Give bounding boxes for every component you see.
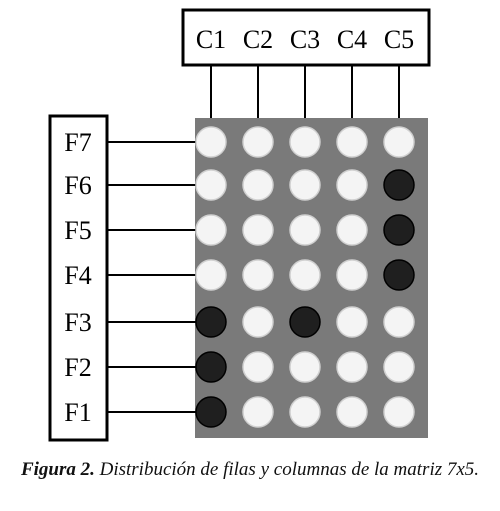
led-f2-c5-off xyxy=(383,351,415,383)
led-f2-c4-off xyxy=(336,351,368,383)
row-label-f4: F4 xyxy=(64,261,91,290)
led-f3-c2-off xyxy=(242,306,274,338)
row-label-box xyxy=(48,114,109,442)
led-f3-c4-off xyxy=(336,306,368,338)
led-f4-c4-off xyxy=(336,259,368,291)
led-f5-c5-on xyxy=(383,214,415,246)
led-f6-c5-on xyxy=(383,169,415,201)
led-f5-c1-off xyxy=(195,214,227,246)
caption-text: Distribución de filas y columnas de la m… xyxy=(99,459,480,480)
led-f4-c5-on xyxy=(383,259,415,291)
led-f4-c3-off xyxy=(289,259,321,291)
led-f1-c3-off xyxy=(289,396,321,428)
row-label-f3: F3 xyxy=(64,308,91,337)
led-f1-c2-off xyxy=(242,396,274,428)
led-f1-c4-off xyxy=(336,396,368,428)
led-grid xyxy=(195,126,415,428)
caption-lead: Figura 2. xyxy=(20,459,95,480)
led-f3-c5-off xyxy=(383,306,415,338)
row-label-f6: F6 xyxy=(64,171,91,200)
column-label-c3: C3 xyxy=(290,25,320,54)
led-f3-c3-on xyxy=(289,306,321,338)
led-f7-c3-off xyxy=(289,126,321,158)
row-label-f1: F1 xyxy=(64,398,91,427)
row-label-f5: F5 xyxy=(64,216,91,245)
column-lines xyxy=(210,65,400,118)
row-label-f7: F7 xyxy=(64,128,91,157)
column-label-c5: C5 xyxy=(384,25,414,54)
row-lines xyxy=(107,141,198,413)
column-label-c4: C4 xyxy=(337,25,367,54)
led-f6-c4-off xyxy=(336,169,368,201)
led-f6-c1-off xyxy=(195,169,227,201)
led-f1-c1-on xyxy=(195,396,227,428)
column-labels: C1 C2 C3 C4 C5 xyxy=(196,25,414,54)
led-f4-c1-off xyxy=(195,259,227,291)
led-f7-c4-off xyxy=(336,126,368,158)
row-label-f2: F2 xyxy=(64,353,91,382)
column-label-c2: C2 xyxy=(243,25,273,54)
led-f5-c2-off xyxy=(242,214,274,246)
column-label-box xyxy=(181,8,431,67)
figure-caption: Figura 2. Distribución de filas y column… xyxy=(20,458,480,481)
led-f7-c1-off xyxy=(195,126,227,158)
led-f5-c4-off xyxy=(336,214,368,246)
led-f6-c2-off xyxy=(242,169,274,201)
led-f7-c2-off xyxy=(242,126,274,158)
led-f1-c5-off xyxy=(383,396,415,428)
led-f6-c3-off xyxy=(289,169,321,201)
led-f2-c1-on xyxy=(195,351,227,383)
led-f7-c5-off xyxy=(383,126,415,158)
led-f4-c2-off xyxy=(242,259,274,291)
led-f2-c2-off xyxy=(242,351,274,383)
led-f5-c3-off xyxy=(289,214,321,246)
led-f3-c1-on xyxy=(195,306,227,338)
led-f2-c3-off xyxy=(289,351,321,383)
column-label-c1: C1 xyxy=(196,25,226,54)
